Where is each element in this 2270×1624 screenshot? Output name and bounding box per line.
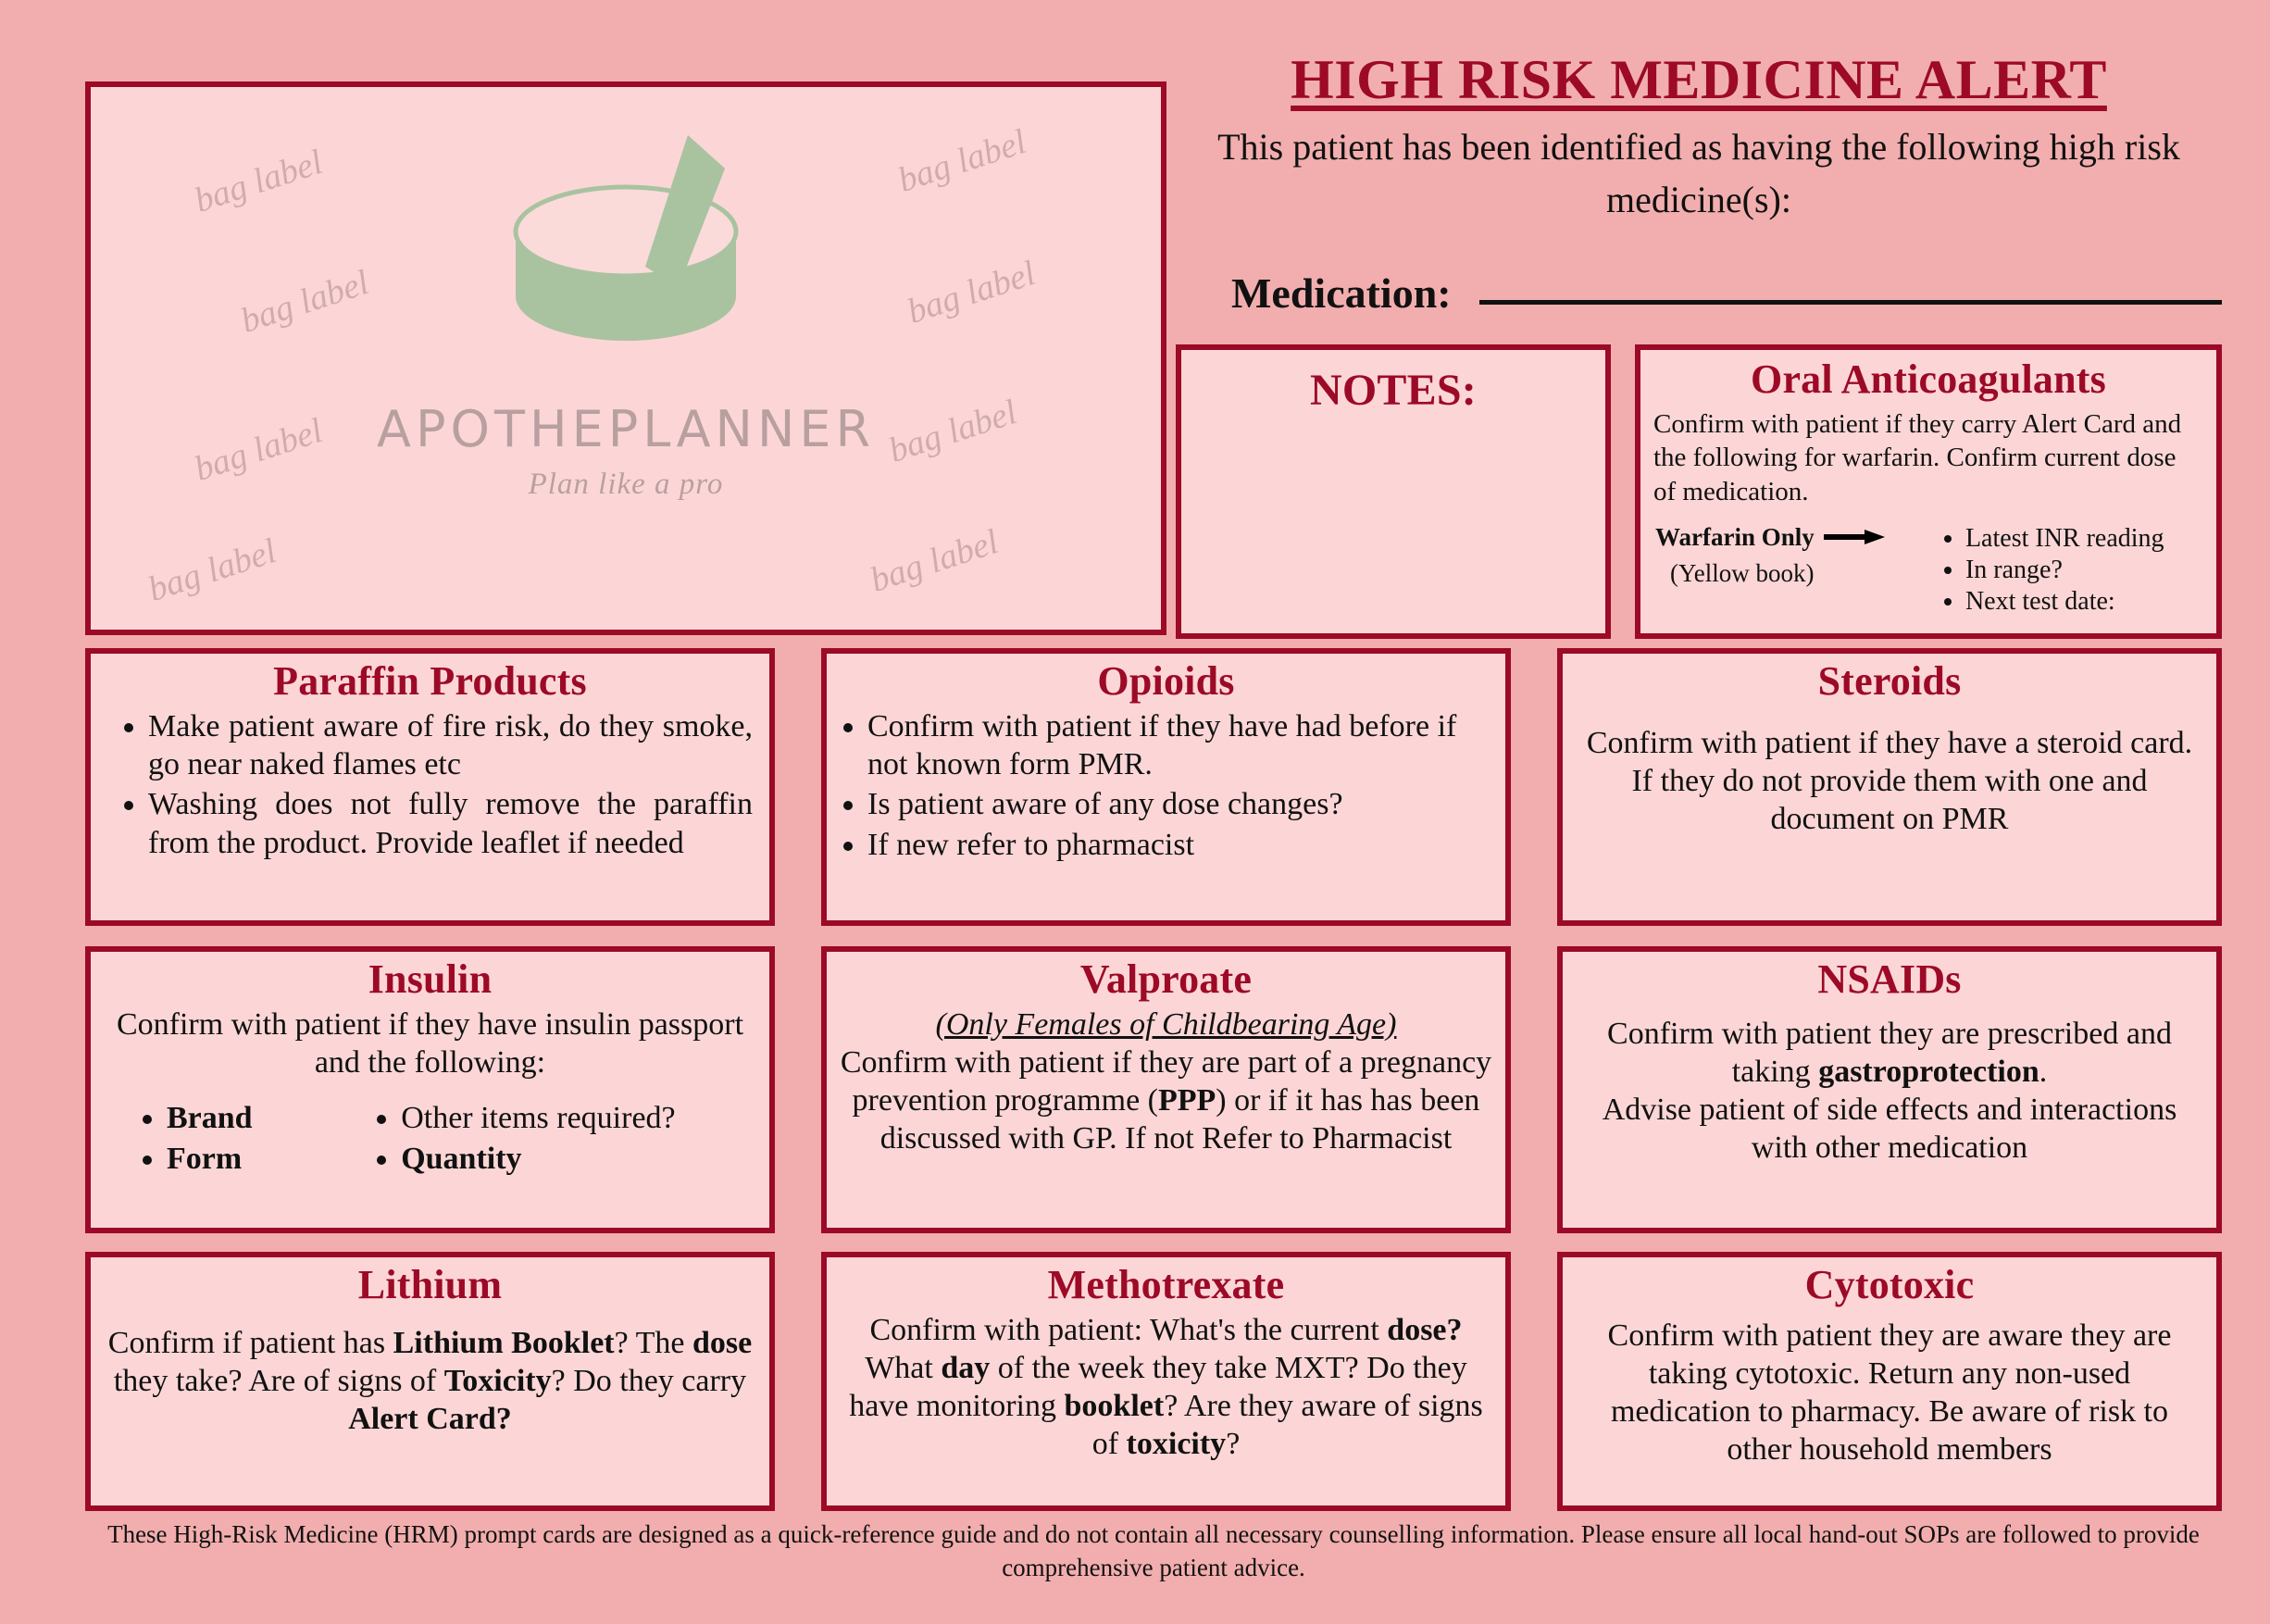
nsaids-title: NSAIDs: [1563, 957, 2216, 1002]
cytotoxic-title: Cytotoxic: [1804, 1262, 1975, 1307]
lithium-seg8: Alert Card?: [348, 1401, 512, 1436]
warfarin-row: Warfarin Only (Yellow book) Latest INR r…: [1640, 523, 2216, 618]
steroids-title: Steroids: [1817, 658, 1962, 704]
list-item: Other items required?: [401, 1098, 760, 1139]
cytotoxic-card: Cytotoxic Confirm with patient they are …: [1557, 1252, 2222, 1511]
watermark-bag-label: bag label: [865, 522, 1004, 600]
list-item: Next test date:: [1965, 586, 2164, 618]
insulin-body: Confirm with patient if they have insuli…: [116, 1006, 744, 1080]
nsaids-line1-pre: Confirm with patient they are prescribed…: [1607, 1016, 2172, 1089]
brand-tagline: Plan like a pro: [528, 468, 724, 501]
inr-check-list: Latest INR reading In range? Next test d…: [1923, 523, 2164, 618]
notes-card[interactable]: NOTES:: [1176, 344, 1611, 639]
nsaids-line2: Advise patient of side effects and inter…: [1602, 1092, 2177, 1165]
alert-subtitle: This patient has been identified as havi…: [1217, 126, 2180, 220]
methotrexate-card: Methotrexate Confirm with patient: What'…: [821, 1252, 1511, 1511]
valproate-subtitle: (Only Females of Childbearing Age): [935, 1006, 1397, 1042]
list-item: Confirm with patient if they have had be…: [867, 707, 1489, 784]
brand-wordmark: APOTHEPLANNER: [377, 400, 875, 458]
nsaids-line1-post: .: [2039, 1054, 2048, 1089]
yellow-book-note: (Yellow book): [1670, 559, 1815, 588]
list-item: Washing does not fully remove the paraff…: [148, 785, 753, 862]
notes-writing-area[interactable]: [1181, 418, 1605, 604]
nsaids-line1-bold: gastroprotection: [1818, 1054, 2039, 1089]
valproate-body: (Only Females of Childbearing Age) Confi…: [827, 1006, 1505, 1158]
medication-field-row: Medication:: [1231, 269, 2222, 318]
lithium-body: Confirm if patient has Lithium Booklet? …: [91, 1324, 769, 1438]
nsaids-body: Confirm with patient they are prescribed…: [1563, 1015, 2216, 1168]
valproate-body-part2: ) or if it has has been discussed with G…: [879, 1082, 1480, 1156]
insulin-checklist: Brand Form Other items required? Quantit…: [91, 1098, 769, 1180]
opioids-bullets: Confirm with patient if they have had be…: [827, 707, 1505, 865]
opioids-title: Opioids: [1097, 658, 1235, 704]
oral-anticoagulants-card: Oral Anticoagulants Confirm with patient…: [1635, 344, 2222, 639]
alert-header: HIGH RISK MEDICINE ALERT This patient ha…: [1176, 48, 2222, 227]
lithium-seg3: ? The: [614, 1325, 692, 1360]
methotrexate-seg4: day: [941, 1350, 991, 1385]
lithium-seg4: dose: [692, 1325, 753, 1360]
paraffin-products-title: Paraffin Products: [273, 658, 587, 704]
steroids-body: Confirm with patient if they have a ster…: [1586, 725, 2193, 836]
mortar-and-pestle-icon: [513, 135, 739, 341]
insulin-checklist-col-b: Other items required? Quantity: [364, 1098, 760, 1180]
lithium-seg7: ? Do they carry: [551, 1363, 747, 1398]
methotrexate-seg3: What: [865, 1350, 942, 1385]
medication-label: Medication:: [1231, 269, 1452, 317]
methotrexate-body: Confirm with patient: What's the current…: [827, 1311, 1505, 1464]
watermark-bag-label: bag label: [143, 531, 281, 609]
insulin-checklist-col-a: Brand Form: [100, 1098, 364, 1180]
list-item: Quantity: [401, 1139, 760, 1180]
list-item: Form: [167, 1139, 364, 1180]
brand-logo: APOTHEPLANNER Plan like a pro: [91, 128, 1161, 502]
methotrexate-seg9: ?: [1226, 1426, 1241, 1461]
nsaids-card: NSAIDs Confirm with patient they are pre…: [1557, 946, 2222, 1233]
warfarin-only-label-row: Warfarin Only: [1655, 523, 1923, 552]
warfarin-only-block: Warfarin Only (Yellow book): [1650, 523, 1923, 588]
nsaids-title-text: NSAIDs: [1817, 956, 1962, 1002]
lithium-seg1: Confirm if patient has: [107, 1325, 393, 1360]
insulin-card: Insulin Confirm with patient if they hav…: [85, 946, 775, 1233]
paraffin-products-card: Paraffin Products Make patient aware of …: [85, 648, 775, 926]
methotrexate-seg6: booklet: [1064, 1388, 1165, 1423]
right-arrow-icon: [1823, 523, 1885, 552]
lithium-seg6: Toxicity: [443, 1363, 552, 1398]
list-item: Brand: [167, 1098, 364, 1139]
valproate-body-bold: PPP: [1157, 1082, 1216, 1118]
methotrexate-seg5: of the week they take MXT? Do they have …: [849, 1350, 1467, 1423]
methotrexate-title: Methotrexate: [1047, 1262, 1285, 1307]
valproate-body-part1: Confirm with patient if they are part of…: [840, 1044, 1492, 1118]
cytotoxic-body: Confirm with patient they are aware they…: [1607, 1318, 2172, 1467]
warfarin-only-label: Warfarin Only: [1655, 523, 1815, 552]
methotrexate-seg8: toxicity: [1126, 1426, 1227, 1461]
oral-anticoagulants-title: Oral Anticoagulants: [1751, 356, 2106, 402]
medication-input-line[interactable]: [1478, 300, 2222, 305]
lithium-seg2: Lithium Booklet: [393, 1325, 615, 1360]
methotrexate-seg7: ? Are they aware of signs of: [1091, 1388, 1483, 1461]
list-item: Latest INR reading: [1965, 523, 2164, 555]
list-item: Make patient aware of fire risk, do they…: [148, 707, 753, 784]
valproate-title: Valproate: [1079, 956, 1253, 1002]
list-item: If new refer to pharmacist: [867, 826, 1489, 864]
lithium-seg5: they take? Are of signs of: [113, 1363, 444, 1398]
bag-label-panel: bag label bag label bag label bag label …: [85, 81, 1166, 635]
paraffin-products-bullets: Make patient aware of fire risk, do they…: [91, 707, 769, 863]
lithium-card: Lithium Confirm if patient has Lithium B…: [85, 1252, 775, 1511]
page-title: HIGH RISK MEDICINE ALERT: [1291, 49, 2107, 110]
list-item: Is patient aware of any dose changes?: [867, 785, 1489, 823]
lithium-title: Lithium: [357, 1262, 503, 1307]
methotrexate-seg1: Confirm with patient: What's the current: [869, 1312, 1388, 1347]
opioids-card: Opioids Confirm with patient if they hav…: [821, 648, 1511, 926]
disclaimer-footer: These High-Risk Medicine (HRM) prompt ca…: [107, 1520, 2200, 1581]
valproate-card: Valproate (Only Females of Childbearing …: [821, 946, 1511, 1233]
insulin-title: Insulin: [368, 956, 493, 1002]
notes-title: NOTES:: [1310, 366, 1477, 415]
oral-anticoagulants-body: Confirm with patient if they carry Alert…: [1653, 408, 2182, 506]
methotrexate-seg2: dose?: [1387, 1312, 1463, 1347]
steroids-card: Steroids Confirm with patient if they ha…: [1557, 648, 2222, 926]
list-item: In range?: [1965, 555, 2164, 586]
